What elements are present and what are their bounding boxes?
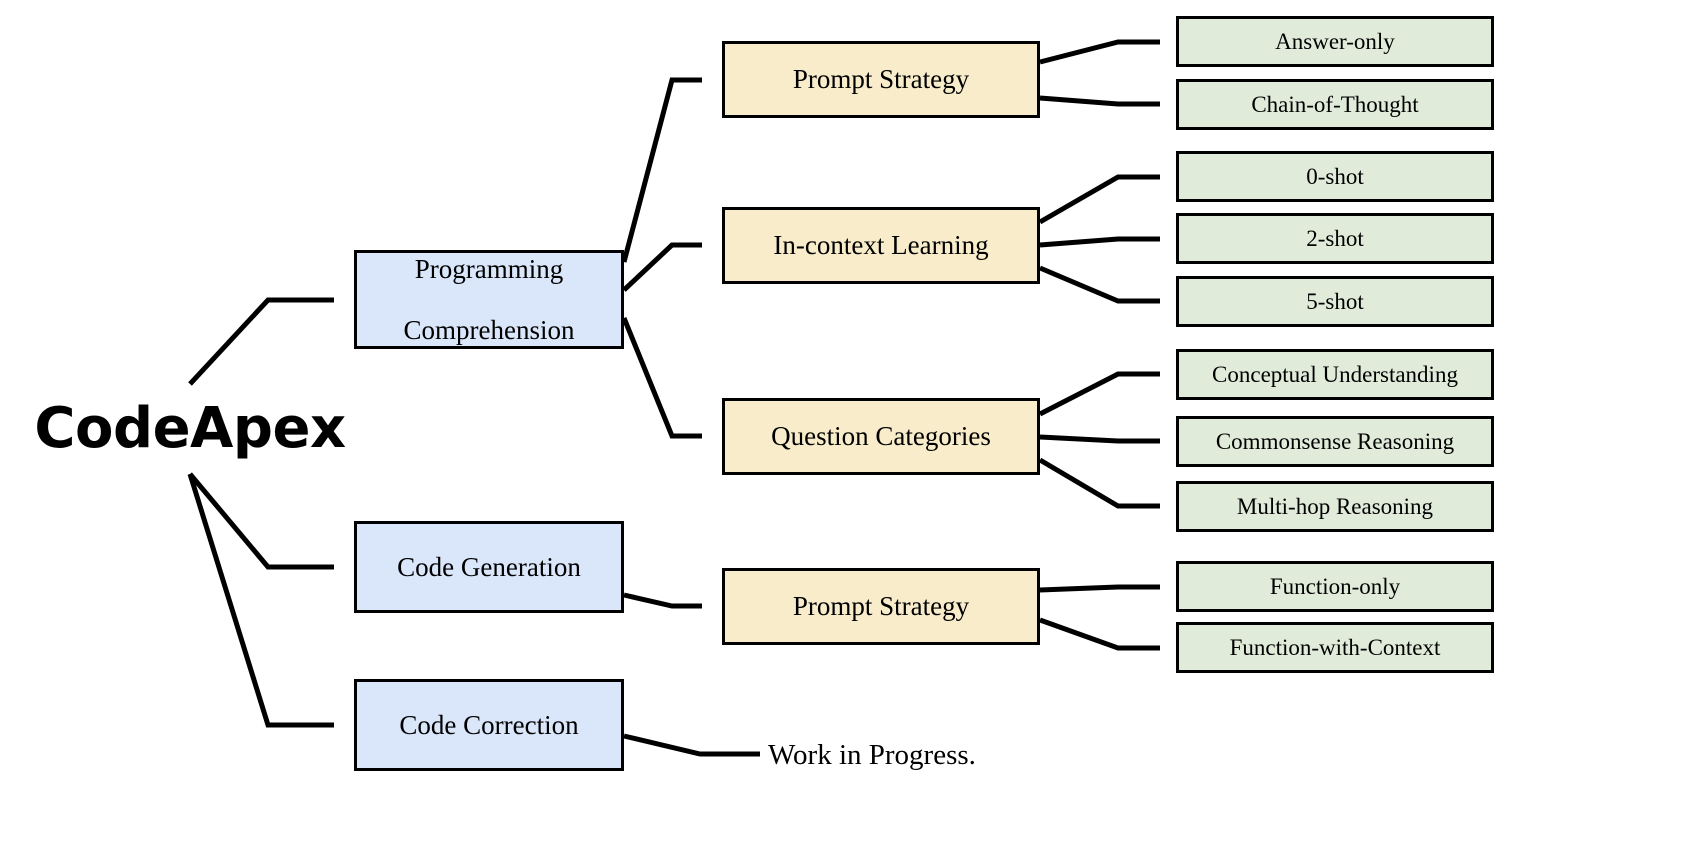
edge-connector bbox=[1039, 95, 1160, 107]
node-label-line: Programming bbox=[414, 254, 564, 285]
node-zero-shot: 0-shot bbox=[1176, 151, 1494, 202]
edge-connector bbox=[621, 77, 702, 263]
edge-connector bbox=[1039, 617, 1160, 651]
node-chain-of-thought: Chain-of-Thought bbox=[1176, 79, 1494, 130]
node-label-line: Comprehension bbox=[403, 314, 575, 345]
edge-connector bbox=[1039, 434, 1160, 444]
node-label-line: Answer-only bbox=[1275, 28, 1395, 54]
node-label-line: 5-shot bbox=[1306, 288, 1364, 314]
root-label-codeapex: CodeApex bbox=[34, 395, 346, 461]
label-work-in-progress: Work in Progress. bbox=[768, 738, 976, 771]
edge-connector bbox=[1039, 265, 1160, 304]
node-label-line: Question Categories bbox=[771, 421, 991, 452]
node-label-line: Code Generation bbox=[397, 551, 581, 582]
node-code-correction: Code Correction bbox=[354, 679, 624, 771]
node-label-line: In-context Learning bbox=[773, 230, 989, 261]
node-pc-question-categories: Question Categories bbox=[722, 398, 1040, 475]
node-answer-only: Answer-only bbox=[1176, 16, 1494, 67]
edge-connector bbox=[1038, 371, 1160, 417]
node-label-line: Commonsense Reasoning bbox=[1215, 428, 1455, 454]
edge-connector bbox=[622, 242, 702, 292]
node-pc-prompt-strategy: Prompt Strategy bbox=[722, 41, 1040, 118]
node-label-line: 0-shot bbox=[1306, 163, 1364, 189]
node-function-only: Function-only bbox=[1176, 561, 1494, 612]
node-label-line: Prompt Strategy bbox=[792, 64, 970, 95]
edge-connector bbox=[188, 472, 334, 570]
node-code-generation: Code Generation bbox=[354, 521, 624, 613]
node-multi-hop-reasoning: Multi-hop Reasoning bbox=[1176, 481, 1494, 532]
node-function-with-context: Function-with-Context bbox=[1176, 622, 1494, 673]
edge-connector bbox=[1038, 457, 1160, 509]
edge-connector bbox=[621, 317, 702, 439]
node-two-shot: 2-shot bbox=[1176, 213, 1494, 264]
node-label-line: 2-shot bbox=[1306, 225, 1364, 251]
edge-connector bbox=[1039, 584, 1160, 593]
node-label-line: Chain-of-Thought bbox=[1251, 91, 1419, 117]
edge-connector bbox=[1038, 174, 1160, 225]
node-label-line: Function-with-Context bbox=[1229, 634, 1441, 660]
node-label-line: Conceptual Understanding bbox=[1212, 361, 1458, 387]
node-label-line: Prompt Strategy bbox=[792, 591, 970, 622]
edge-connector bbox=[623, 592, 702, 609]
node-label-line: Multi-hop Reasoning bbox=[1236, 493, 1434, 519]
node-label-line: Code Correction bbox=[399, 709, 579, 740]
node-conceptual-understanding: Conceptual Understanding bbox=[1176, 349, 1494, 400]
edge-connector bbox=[623, 733, 760, 757]
edge-connector bbox=[1039, 236, 1160, 248]
node-commonsense-reasoning: Commonsense Reasoning bbox=[1176, 416, 1494, 467]
edge-connector bbox=[1039, 39, 1160, 65]
edge-connector bbox=[188, 297, 334, 386]
node-pc-in-context-learning: In-context Learning bbox=[722, 207, 1040, 284]
node-cg-prompt-strategy: Prompt Strategy bbox=[722, 568, 1040, 645]
node-label-line: Function-only bbox=[1269, 573, 1401, 599]
node-five-shot: 5-shot bbox=[1176, 276, 1494, 327]
edge-connector bbox=[187, 473, 334, 728]
